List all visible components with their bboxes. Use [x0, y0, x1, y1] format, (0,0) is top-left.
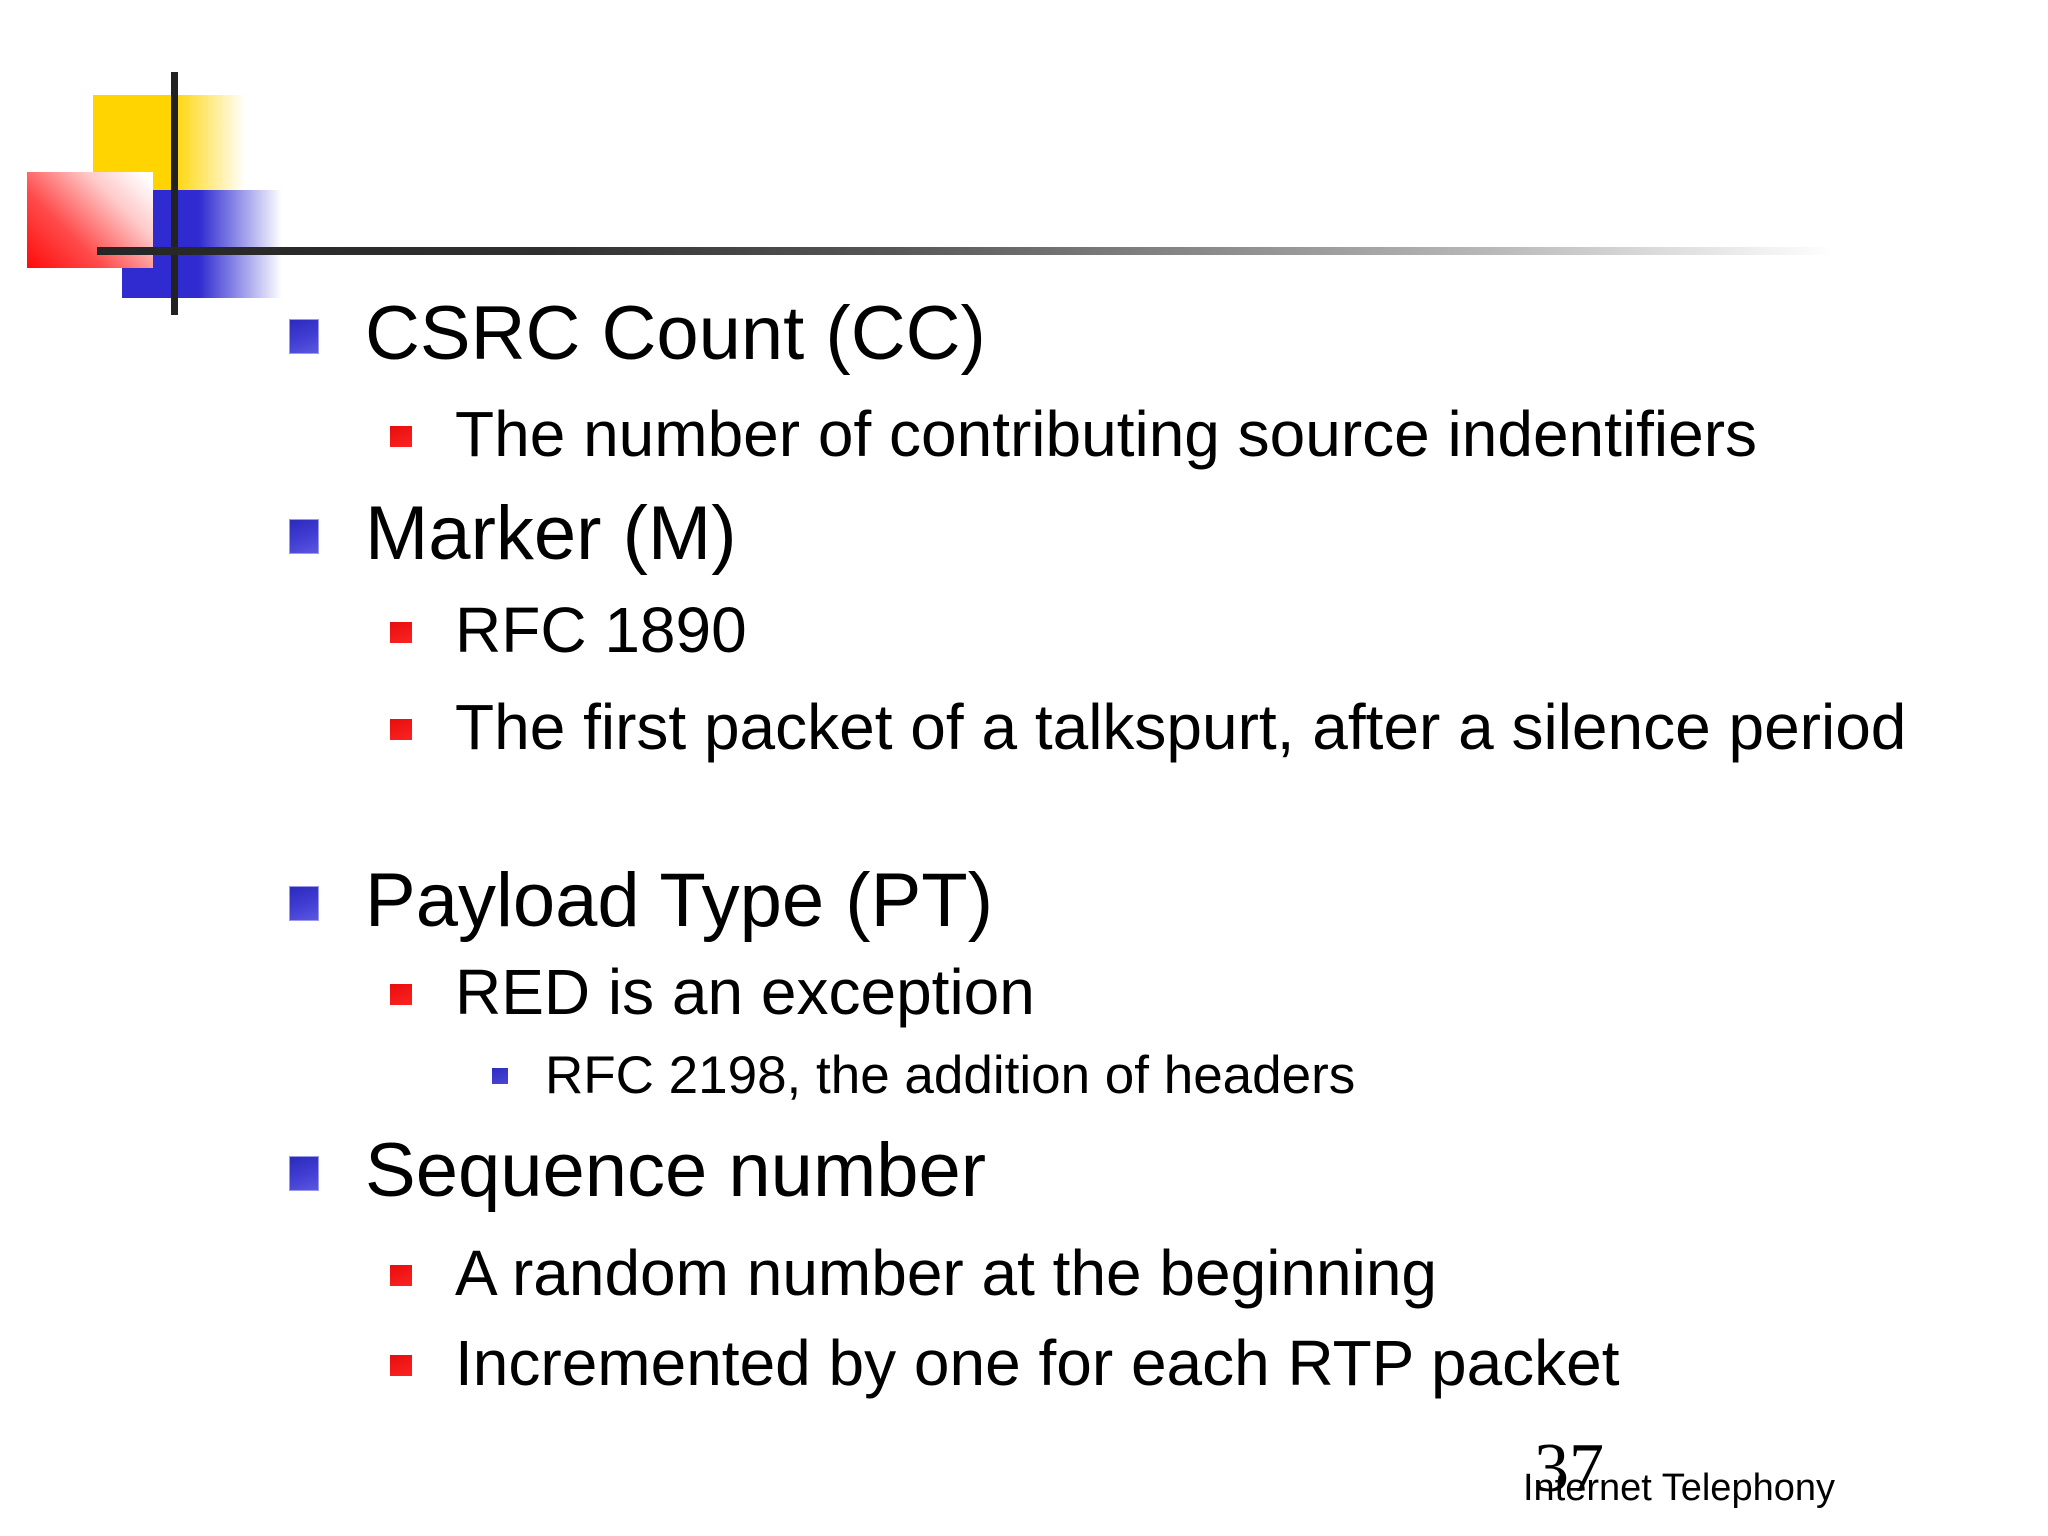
bullet-text: Payload Type (PT)	[365, 858, 994, 943]
bullet-item-level2: Incremented by one for each RTP packet	[390, 1328, 1620, 1398]
square-bullet-blue-icon	[290, 520, 318, 553]
header-divider-line	[97, 247, 1887, 255]
bullet-item-level2: The number of contributing source indent…	[390, 399, 1757, 469]
square-bullet-red-icon	[390, 426, 412, 447]
square-bullet-red-icon	[390, 622, 412, 643]
square-bullet-small-blue-icon	[492, 1068, 508, 1084]
bullet-item-level3: RFC 2198, the addition of headers	[492, 1046, 1355, 1106]
square-bullet-blue-icon	[290, 1157, 318, 1190]
bullet-item-level2: A random number at the beginning	[390, 1238, 1437, 1308]
bullet-text: RFC 2198, the addition of headers	[545, 1046, 1356, 1105]
square-bullet-red-icon	[390, 984, 412, 1005]
bullet-text: The number of contributing source indent…	[455, 398, 1758, 470]
bullet-text: The first packet of a talkspurt, after a…	[455, 691, 1907, 763]
page-number: 37	[1534, 1430, 1604, 1507]
footer-title: Internet Telephony	[1523, 1467, 1835, 1509]
bullet-item-level1: Payload Type (PT)	[290, 859, 993, 943]
square-bullet-red-icon	[390, 719, 412, 740]
bullet-text: Marker (M)	[365, 491, 737, 576]
bullet-item-level2: The first packet of a talkspurt, after a…	[390, 692, 1906, 762]
bullet-item-level1: Marker (M)	[290, 492, 737, 576]
bullet-text: Sequence number	[365, 1128, 987, 1213]
bullet-text: RFC 1890	[455, 594, 747, 666]
bullet-item-level1: CSRC Count (CC)	[290, 292, 986, 376]
bullet-text: CSRC Count (CC)	[365, 291, 986, 376]
bullet-text: A random number at the beginning	[455, 1237, 1437, 1309]
bullet-item-level1: Sequence number	[290, 1129, 986, 1213]
square-bullet-red-icon	[390, 1355, 412, 1376]
square-bullet-blue-icon	[290, 320, 318, 353]
bullet-text: RED is an exception	[455, 956, 1035, 1028]
bullet-item-level2: RFC 1890	[390, 595, 747, 665]
bullet-text: Incremented by one for each RTP packet	[455, 1327, 1620, 1399]
square-bullet-red-icon	[390, 1265, 412, 1286]
square-bullet-blue-icon	[290, 887, 318, 920]
bullet-item-level2: RED is an exception	[390, 957, 1035, 1027]
decoration-vertical-line	[171, 72, 178, 315]
